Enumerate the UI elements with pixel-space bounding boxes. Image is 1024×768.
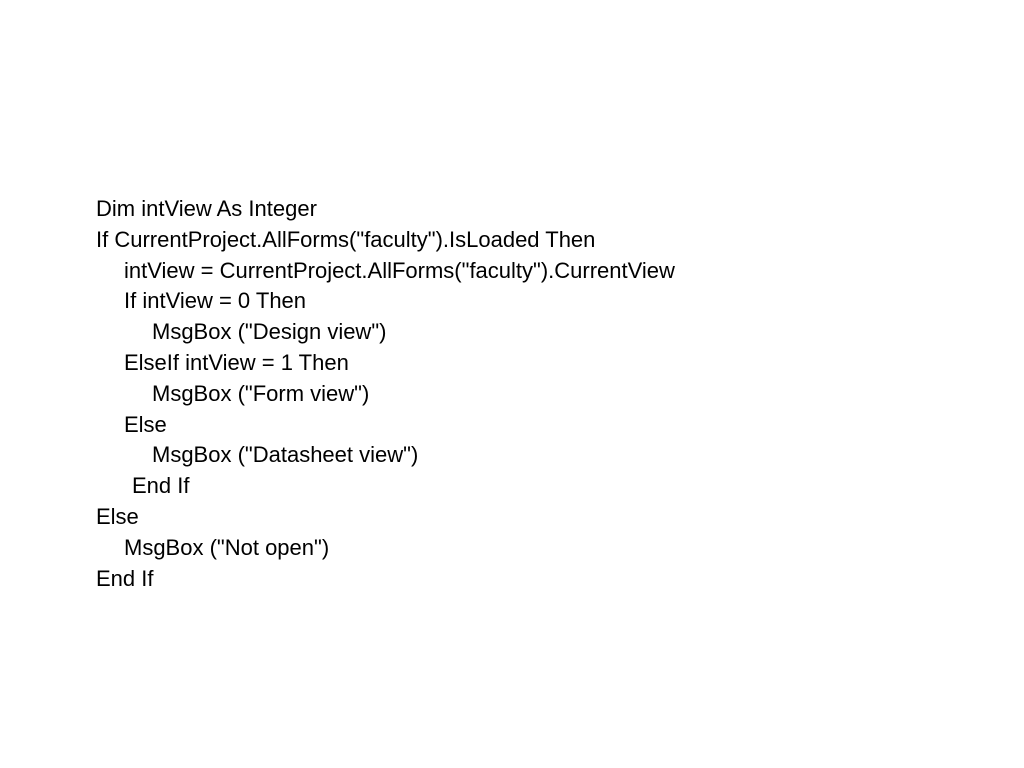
code-line-else-outer: Else	[96, 503, 139, 529]
code-line-msgbox-form: MsgBox ("Form view")	[152, 380, 370, 406]
code-line-if-loaded: If CurrentProject.AllForms("faculty").Is…	[96, 226, 596, 252]
code-line-end-if-outer: End If	[96, 565, 154, 591]
code-line-dim: Dim intView As Integer	[96, 196, 317, 221]
code-line-msgbox-datasheet: MsgBox ("Datasheet view")	[152, 442, 419, 468]
code-block: Dim intView As Integer If CurrentProject…	[96, 194, 675, 594]
code-line-assign-view: intView = CurrentProject.AllForms("facul…	[124, 257, 675, 283]
code-line-msgbox-not-open: MsgBox ("Not open")	[124, 534, 330, 560]
code-line-elseif-view-1: ElseIf intView = 1 Then	[124, 349, 349, 375]
code-line-msgbox-design: MsgBox ("Design view")	[152, 319, 387, 345]
code-line-end-if-inner: End If	[132, 473, 190, 499]
code-line-else-inner: Else	[124, 411, 167, 437]
code-line-if-view-0: If intView = 0 Then	[124, 288, 307, 314]
